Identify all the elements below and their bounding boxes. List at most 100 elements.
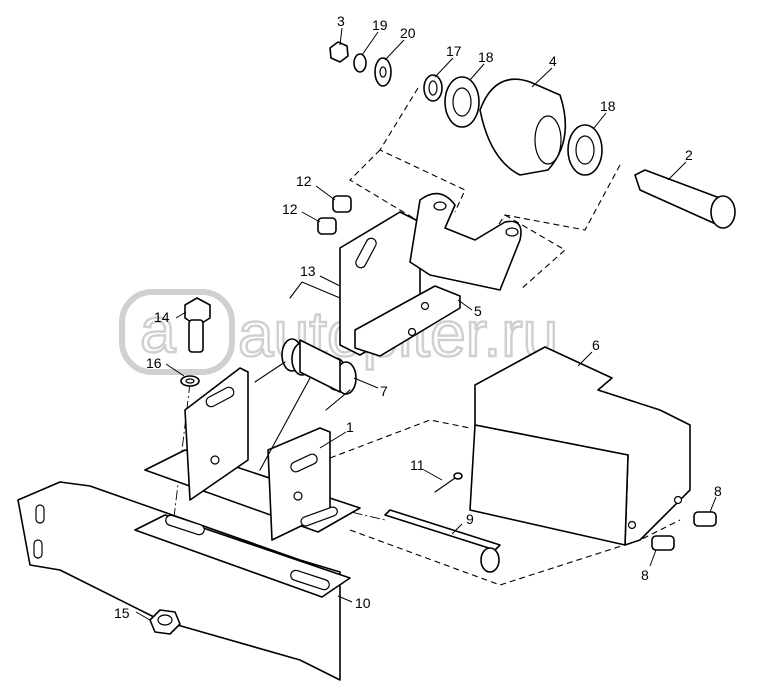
bracket-floor-slot bbox=[300, 506, 338, 527]
part-11-cotter-pin bbox=[434, 472, 463, 493]
part-8-screw-lower bbox=[651, 535, 675, 551]
fork-bracket-body bbox=[409, 192, 522, 291]
part-5-lever bbox=[354, 285, 461, 357]
part-19-lock-washer bbox=[353, 53, 367, 73]
part-16-washer bbox=[180, 375, 200, 387]
callout-12-lower: 12 bbox=[282, 201, 298, 217]
bracket-spring-arm bbox=[259, 377, 311, 471]
callout-15: 15 bbox=[114, 605, 130, 621]
leader-12b bbox=[301, 211, 321, 223]
callout-4: 4 bbox=[549, 53, 557, 69]
base-plate-hole-upper bbox=[35, 504, 45, 524]
callout-18-right: 18 bbox=[600, 98, 616, 114]
bracket-front-slot bbox=[290, 453, 318, 473]
bolt-14-shank bbox=[188, 319, 204, 353]
leader-8b bbox=[649, 549, 657, 567]
leader-19 bbox=[361, 31, 379, 56]
bracket-rear-wall bbox=[184, 367, 249, 501]
cover-6-hole-right bbox=[673, 495, 683, 505]
leader-18a bbox=[469, 63, 485, 81]
callout-10: 10 bbox=[355, 595, 371, 611]
callout-14: 14 bbox=[154, 309, 170, 325]
leader-lines bbox=[135, 27, 717, 621]
leader-1 bbox=[319, 431, 347, 449]
cover-6-front bbox=[469, 424, 629, 546]
leader-13 bbox=[319, 275, 341, 287]
bearing-18-left-inner bbox=[452, 87, 472, 117]
callout-18-left: 18 bbox=[478, 49, 494, 65]
lever-13-tab bbox=[289, 281, 341, 299]
spring-body bbox=[299, 339, 341, 393]
bearing-18-right-inner bbox=[575, 135, 595, 165]
assembly-line-bracket-right bbox=[504, 214, 566, 291]
part-18-bearing-left bbox=[444, 76, 480, 128]
callout-19: 19 bbox=[372, 17, 388, 33]
callout-9: 9 bbox=[466, 511, 474, 527]
part-10-base-plate bbox=[17, 481, 351, 681]
fork-hole-left bbox=[433, 201, 447, 211]
leader-12a bbox=[315, 185, 336, 201]
assembly-line-bracket-left bbox=[349, 149, 421, 223]
nut-3-body bbox=[329, 41, 349, 63]
spring-end-right bbox=[325, 389, 351, 411]
pin-9-shank bbox=[384, 509, 501, 551]
lever-5-hole-lower bbox=[407, 327, 417, 337]
callout-1: 1 bbox=[346, 419, 354, 435]
leader-4 bbox=[531, 67, 553, 88]
base-plate-hole-lower bbox=[33, 539, 43, 559]
leader-11 bbox=[423, 469, 443, 481]
watermark-logo-glyph: a bbox=[140, 294, 176, 366]
bolt-12-lower-head bbox=[317, 217, 337, 235]
cotter-pin-11-eye bbox=[453, 472, 463, 480]
leader-14 bbox=[175, 311, 187, 319]
leader-8a bbox=[709, 496, 717, 513]
callout-20: 20 bbox=[400, 25, 416, 41]
spacer-17-hole bbox=[428, 80, 438, 96]
bracket-rear-slot bbox=[205, 386, 235, 408]
fork-hole-right bbox=[505, 227, 519, 237]
washer-16-hole bbox=[185, 378, 195, 384]
part-6-cover bbox=[469, 346, 691, 546]
screw-8-upper-head bbox=[693, 511, 717, 527]
leader-20 bbox=[384, 39, 405, 61]
leader-17 bbox=[434, 57, 454, 78]
assembly-line-cover-top bbox=[329, 419, 471, 459]
leader-3 bbox=[339, 27, 343, 46]
base-plate-body bbox=[17, 481, 341, 681]
callout-6: 6 bbox=[592, 337, 600, 353]
lever-5-plate bbox=[354, 285, 461, 357]
callout-12-upper: 12 bbox=[296, 173, 312, 189]
part-1-bracket bbox=[144, 367, 361, 541]
part-20-washer bbox=[374, 57, 392, 87]
part-7-spring bbox=[254, 338, 357, 411]
callout-7: 7 bbox=[380, 383, 388, 399]
assembly-line-shaft bbox=[494, 164, 621, 231]
part-12-bolt-upper bbox=[332, 195, 352, 213]
spring-end-left bbox=[254, 361, 286, 383]
callout-labels: 3 19 20 17 18 4 18 2 12 12 13 5 14 16 7 … bbox=[114, 13, 722, 621]
roller-4-bore bbox=[534, 115, 562, 165]
callout-3: 3 bbox=[337, 13, 345, 29]
leader-2 bbox=[667, 161, 687, 181]
part-3-nut bbox=[329, 41, 349, 63]
callout-8-upper: 8 bbox=[714, 483, 722, 499]
leader-7 bbox=[353, 377, 379, 389]
callout-8-lower: 8 bbox=[641, 567, 649, 583]
leader-15 bbox=[135, 611, 151, 621]
part-4-roller bbox=[479, 78, 567, 176]
cover-6-hole-left bbox=[627, 520, 637, 530]
bracket-front-hole bbox=[293, 491, 303, 501]
watermark-logo-ring bbox=[119, 289, 235, 375]
callout-17: 17 bbox=[446, 43, 462, 59]
part-2-shaft bbox=[634, 169, 736, 229]
cotter-pin-11-leg bbox=[434, 475, 459, 493]
leader-18b bbox=[593, 112, 607, 129]
leader-6 bbox=[577, 351, 593, 367]
base-plate-slot-right bbox=[290, 569, 330, 591]
part-12-bolt-lower bbox=[317, 217, 337, 235]
lock-washer-19-ring bbox=[353, 53, 367, 73]
shaft-2-end bbox=[710, 195, 736, 229]
screw-8-lower-head bbox=[651, 535, 675, 551]
